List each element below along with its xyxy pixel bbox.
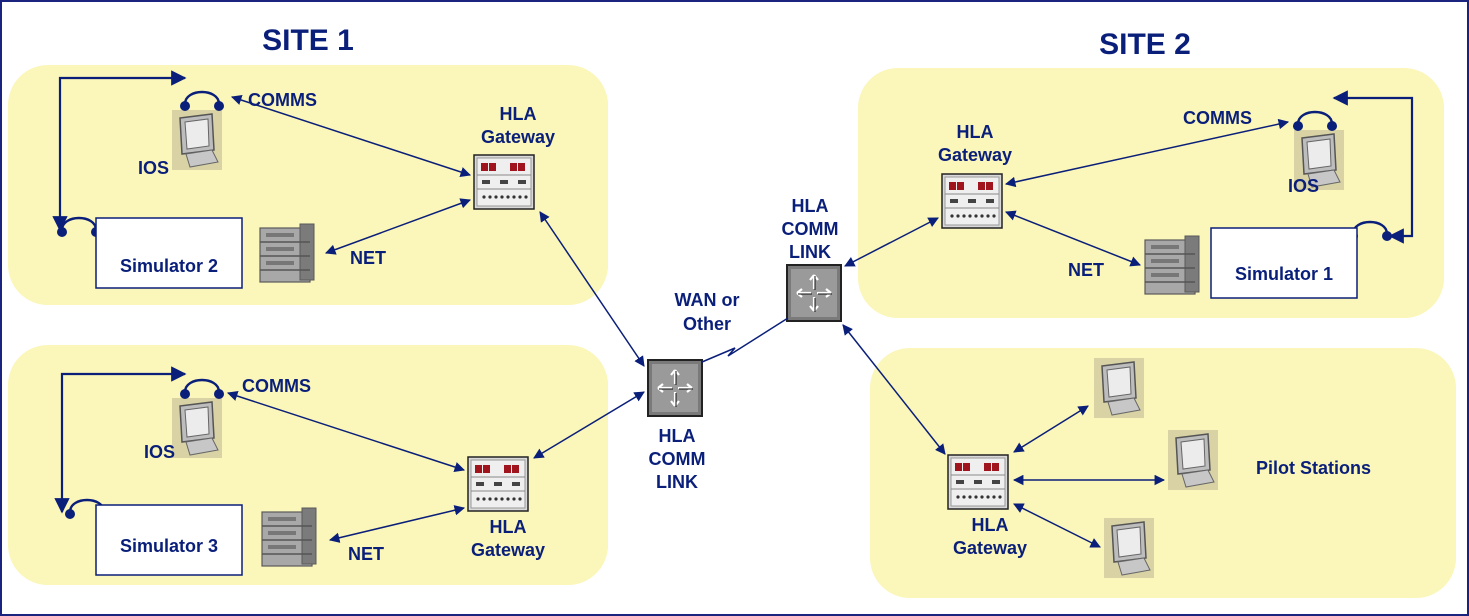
hla-label: HLA <box>659 426 696 446</box>
server-icon <box>259 223 315 283</box>
comms-link <box>1004 118 1290 188</box>
gateway-to-router-link <box>533 391 645 459</box>
comms-link <box>231 94 471 178</box>
pilot-link <box>1013 503 1101 548</box>
hla-label: HLA <box>500 104 537 124</box>
simulator-2-box <box>95 217 243 289</box>
comms-label: COMMS <box>242 376 311 396</box>
link-label: LINK <box>789 242 831 262</box>
gateway-icon <box>473 154 535 210</box>
net-label: NET <box>350 248 386 268</box>
ios-label: IOS <box>1288 176 1319 196</box>
pilot-station-monitor-icon <box>1093 357 1145 419</box>
comm-label: COMM <box>649 449 706 469</box>
ios-monitor-icon <box>171 109 223 171</box>
hla-label: HLA <box>972 515 1009 535</box>
simulator-3-box <box>95 504 243 576</box>
ios-label: IOS <box>138 158 169 178</box>
headset-link <box>1332 90 1414 244</box>
gateway-icon <box>947 454 1009 510</box>
hla-label: HLA <box>957 122 994 142</box>
simulator-3-label: Simulator 3 <box>120 536 218 556</box>
gateway-label: Gateway <box>953 538 1027 558</box>
site2-upper-group: COMMS IOS NET Simulator 1 HLA Gateway <box>844 90 1414 299</box>
comms-link <box>227 390 465 473</box>
net-label: NET <box>348 544 384 564</box>
center-group: HLA COMM LINK HLA COMM LINK WAN or Other <box>533 196 843 492</box>
gateway-to-router-link <box>844 217 939 267</box>
comms-label: COMMS <box>1183 108 1252 128</box>
simulator-1-box <box>1210 227 1358 299</box>
hla-label: HLA <box>792 196 829 216</box>
comms-label: COMMS <box>248 90 317 110</box>
headset-link <box>54 366 187 514</box>
wan-label: WAN or <box>675 290 740 310</box>
gateway-to-router-link <box>539 211 645 367</box>
link-label: LINK <box>656 472 698 492</box>
site1-title: SITE 1 <box>262 24 354 57</box>
net-link <box>328 505 466 543</box>
site1-upper-group: COMMS IOS NET Simulator 2 HLA Gateway <box>52 70 555 289</box>
router-icon <box>646 358 704 418</box>
wan-label: Other <box>683 314 731 334</box>
ios-label: IOS <box>144 442 175 462</box>
net-label: NET <box>1068 260 1104 280</box>
gateway-icon <box>941 173 1003 229</box>
pilot-stations-label: Pilot Stations <box>1256 458 1371 478</box>
wan-link <box>701 317 789 363</box>
gateway-label: Gateway <box>938 145 1012 165</box>
pilot-station-monitor-icon <box>1167 429 1219 491</box>
router-icon <box>785 263 843 323</box>
ios-monitor-icon <box>171 397 223 459</box>
net-link <box>1005 210 1141 267</box>
gateway-icon <box>467 456 529 512</box>
gateway-label: Gateway <box>471 540 545 560</box>
site2-lower-group: HLA Gateway Pilot Stations <box>842 324 1371 579</box>
site2-title: SITE 2 <box>1099 28 1191 61</box>
router-to-gateway-link <box>842 324 946 455</box>
simulator-1-label: Simulator 1 <box>1235 264 1333 284</box>
server-icon <box>1144 235 1200 295</box>
site1-lower-group: COMMS IOS NET Simulator 3 HLA Gateway <box>54 366 545 576</box>
headset-link <box>52 70 187 232</box>
pilot-station-monitor-icon <box>1103 517 1155 579</box>
pilot-link <box>1013 405 1089 453</box>
net-link <box>325 198 471 255</box>
hla-label: HLA <box>490 517 527 537</box>
comm-label: COMM <box>782 219 839 239</box>
server-icon <box>261 507 317 567</box>
gateway-label: Gateway <box>481 127 555 147</box>
simulator-2-label: Simulator 2 <box>120 256 218 276</box>
